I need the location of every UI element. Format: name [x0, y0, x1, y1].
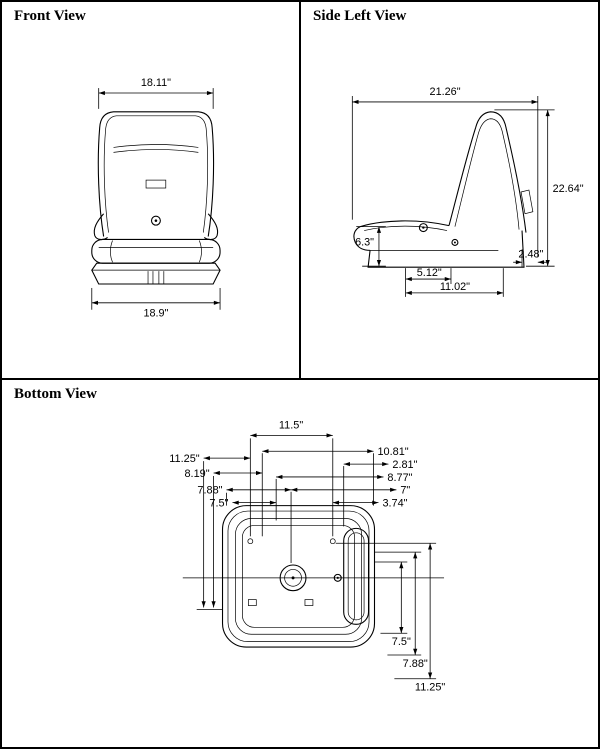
dim-label-left-4: 7.5"	[209, 498, 228, 510]
front-dimensions: 18.11" 18.9"	[91, 77, 221, 320]
front-view-title: Front View	[14, 8, 86, 24]
dim-label-right-1: 10.81"	[377, 446, 408, 458]
dim-label-left-2: 8.19"	[184, 468, 209, 480]
dim-label-base-width: 18.9"	[143, 308, 168, 320]
dim-label-front-height: 6.3"	[355, 236, 374, 248]
bottom-seat-pan	[182, 505, 445, 648]
dim-label-hole-spacing: 11.02"	[440, 281, 470, 293]
bottom-view-drawing: 11.5" 10.81" 2.81" 8.77" 7" 3.74"	[169, 419, 445, 693]
dim-label-rear-offset: 2.48"	[518, 248, 543, 260]
dim-label-top-width: 11.5"	[279, 419, 303, 431]
side-view-title: Side Left View	[313, 8, 407, 24]
dim-label-vert-1: 7.5"	[392, 636, 411, 648]
dim-label-left-3: 7.88"	[197, 485, 222, 497]
front-view-drawing: 18.11" 18.9"	[91, 77, 221, 320]
side-view-drawing: 21.26" 22.64" 6.3" 2.48"	[351, 86, 584, 297]
side-seat-outline	[353, 111, 534, 268]
dim-label-vert-3: 11.25"	[415, 682, 446, 694]
side-dimensions: 21.26" 22.64" 6.3" 2.48"	[351, 86, 584, 297]
panel-side-left-view: Side Left View	[299, 0, 600, 380]
dim-label-right-5: 3.74"	[382, 498, 407, 510]
dim-label-back-width: 18.11"	[141, 77, 171, 89]
dim-label-left-1: 11.25"	[169, 453, 200, 465]
dim-label-right-4: 7"	[400, 485, 410, 497]
bottom-view-title: Bottom View	[14, 386, 97, 402]
dim-label-right-3: 8.77"	[387, 472, 412, 484]
bottom-dimensions: 11.5" 10.81" 2.81" 8.77" 7" 3.74"	[169, 419, 445, 693]
dim-label-vert-2: 7.88"	[403, 658, 428, 670]
dim-label-overall-height: 22.64"	[553, 183, 584, 195]
panel-front-view: Front View	[0, 0, 301, 380]
dim-label-right-2: 2.81"	[392, 459, 417, 471]
front-seat-outline	[91, 111, 221, 285]
dim-label-overall-depth: 21.26"	[430, 86, 461, 98]
panel-bottom-view: Bottom View	[0, 378, 600, 749]
dim-label-front-hole-spacing: 5.12"	[417, 267, 442, 279]
